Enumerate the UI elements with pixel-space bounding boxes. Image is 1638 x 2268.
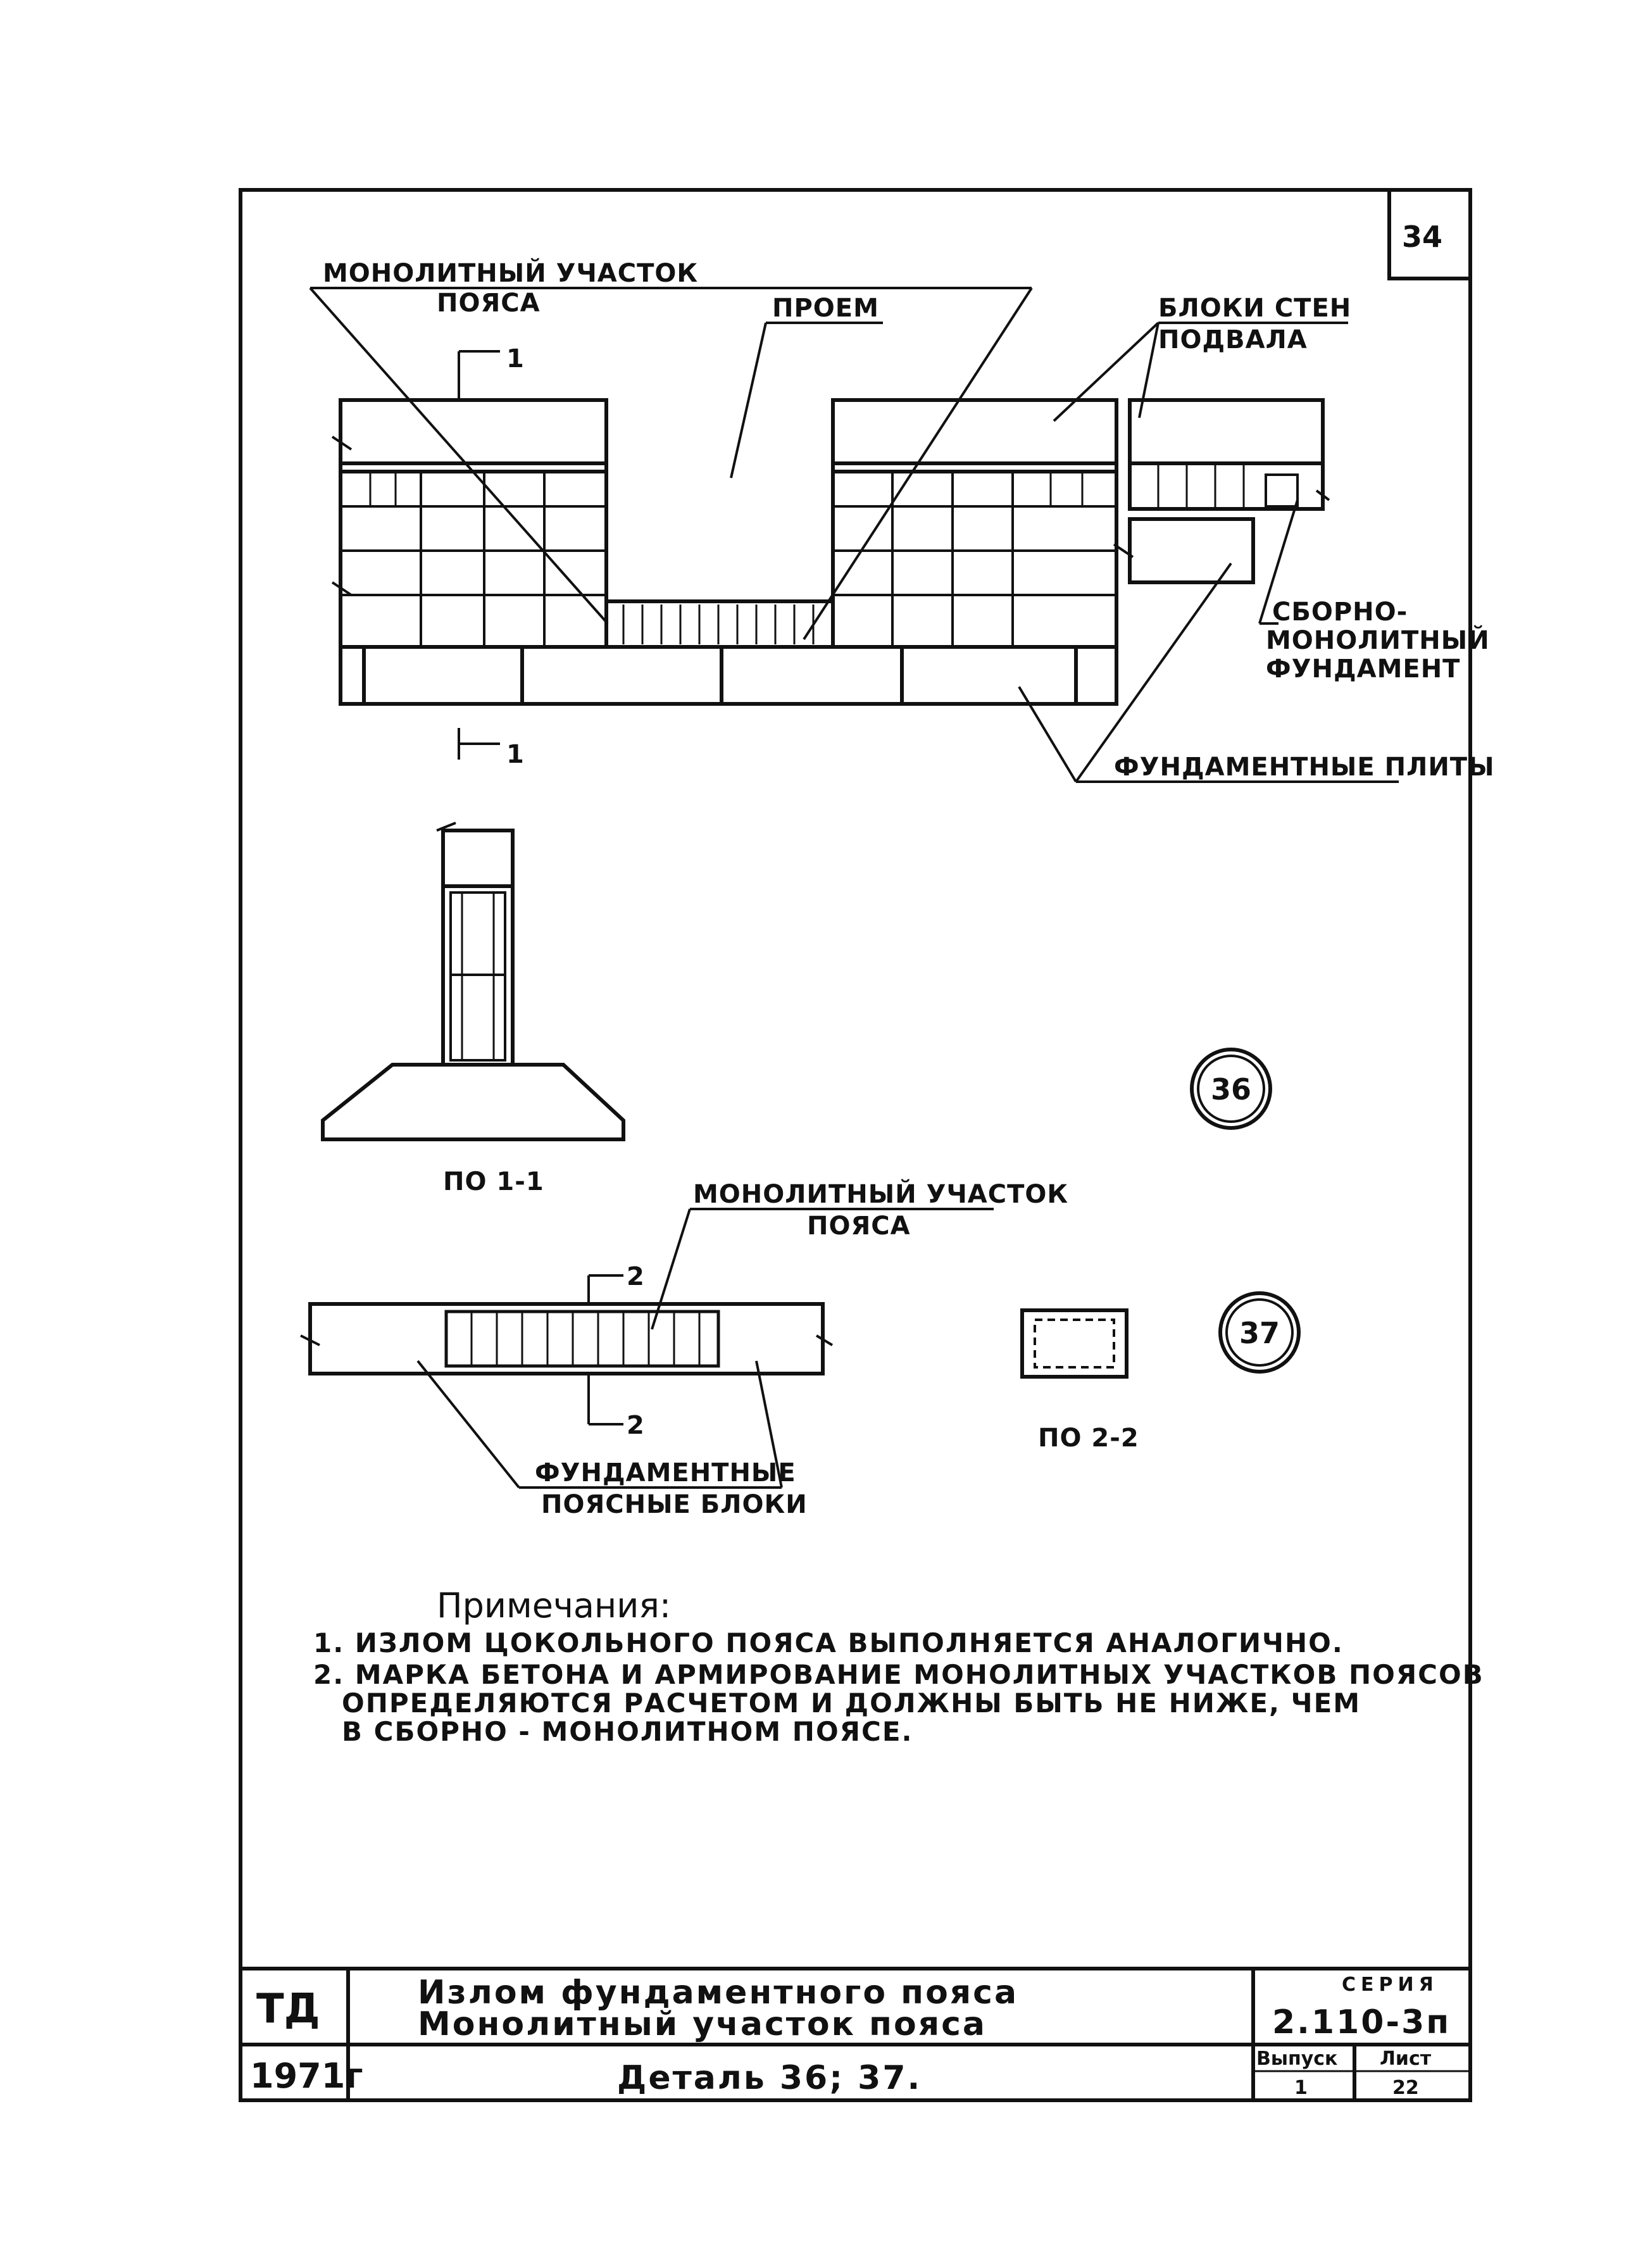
- title-block-title-line2: Монолитный участок пояса: [418, 2005, 987, 2043]
- section-1-1-caption: ПО 1-1: [443, 1167, 544, 1196]
- title-block-series-label: СЕРИЯ: [1342, 1974, 1439, 1996]
- cut-2-bottom-label: 2: [627, 1411, 645, 1440]
- belt-block-plan: [300, 1302, 834, 1375]
- title-block-sheet-label: Лист: [1380, 2048, 1432, 2070]
- detail-36-marker: [1190, 1048, 1272, 1130]
- title-block-issue-label: Выпуск: [1256, 2048, 1337, 2070]
- sheet-frame: [239, 188, 1472, 2102]
- label-monolith-line1: МОНОЛИТНЫЙ УЧАСТОК: [323, 258, 698, 288]
- label-wall-blocks-line2: ПОДВАЛА: [1158, 325, 1308, 354]
- sheet-number-box: [1387, 188, 1472, 280]
- top-leaders: [309, 287, 1399, 783]
- foundation-elevation: [331, 398, 1330, 706]
- detail-37-number: 37: [1239, 1316, 1280, 1350]
- detail-37-leaders: [416, 1208, 994, 1489]
- cut-1-bottom-label: 1: [506, 740, 525, 769]
- title-block: [241, 1967, 1470, 2100]
- title-block-detail: Деталь 36; 37.: [617, 2059, 922, 2097]
- label-wall-blocks-line1: БЛОКИ СТЕН: [1158, 294, 1351, 323]
- detail-37-marker: [1218, 1291, 1301, 1374]
- title-block-series-value: 2.110-3п: [1272, 2003, 1451, 2041]
- label-belt-blocks-line2: ПОЯСНЫЕ БЛОКИ: [541, 1490, 808, 1519]
- sheet-number: 34: [1402, 220, 1442, 254]
- label-foundation-slabs: ФУНДАМЕНТНЫЕ ПЛИТЫ: [1114, 753, 1495, 782]
- note-2-line1: 2. МАРКА БЕТОНА И АРМИРОВАНИЕ МОНОЛИТНЫХ…: [313, 1659, 1484, 1690]
- cut-2-top-label: 2: [627, 1262, 645, 1291]
- section-1-1: [321, 822, 625, 1141]
- label-monolith-37-line1: МОНОЛИТНЫЙ УЧАСТОК: [693, 1179, 1068, 1209]
- label-prefab-line2: МОНОЛИТНЫЙ: [1266, 625, 1490, 655]
- title-block-org: ТД: [256, 1986, 320, 2033]
- note-2-line3: В СБОРНО - МОНОЛИТНОМ ПОЯСЕ.: [342, 1716, 913, 1747]
- detail-36-number: 36: [1211, 1072, 1251, 1106]
- note-1: 1. ИЗЛОМ ЦОКОЛЬНОГО ПОЯСА ВЫПОЛНЯЕТСЯ АН…: [313, 1627, 1344, 1658]
- notes-heading: Примечания:: [437, 1586, 671, 1626]
- label-prefab-line3: ФУНДАМЕНТ: [1266, 655, 1460, 684]
- note-2-line2: ОПРЕДЕЛЯЮТСЯ РАСЧЕТОМ И ДОЛЖНЫ БЫТЬ НЕ Н…: [342, 1688, 1361, 1719]
- title-block-sheet-value: 22: [1392, 2077, 1419, 2099]
- label-monolith-37-line2: ПОЯСА: [807, 1212, 911, 1241]
- title-block-title-line1: Излом фундаментного пояса: [418, 1974, 1018, 2012]
- label-belt-blocks-line1: ФУНДАМЕНТНЫЕ: [535, 1458, 796, 1488]
- title-block-issue-value: 1: [1294, 2077, 1308, 2099]
- label-opening: ПРОЕМ: [772, 294, 879, 323]
- label-prefab-line1: СБОРНО-: [1272, 598, 1408, 627]
- title-block-year: 1971г: [250, 2056, 363, 2096]
- label-monolith-line2: ПОЯСА: [437, 289, 541, 318]
- cut-1-top-label: 1: [506, 344, 525, 373]
- section-2-2-caption: ПО 2-2: [1038, 1424, 1139, 1453]
- section-2-2: [1020, 1308, 1128, 1379]
